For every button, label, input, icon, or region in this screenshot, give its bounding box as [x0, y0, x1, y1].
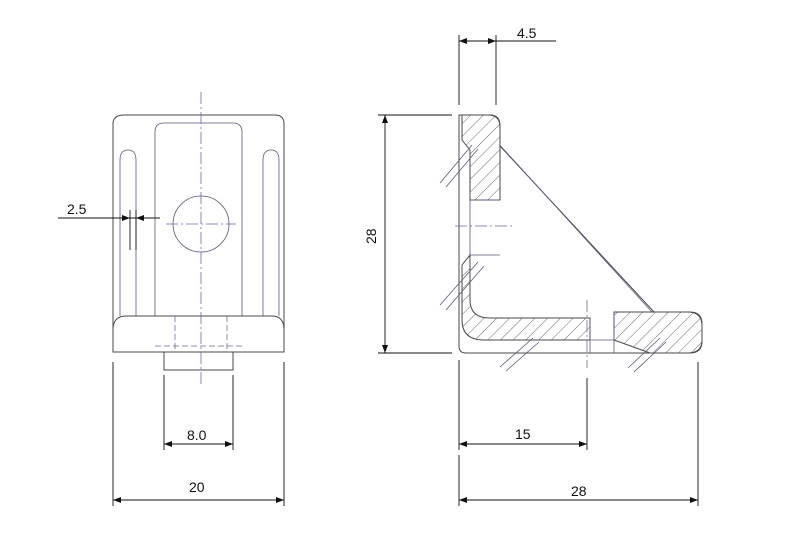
dim-hole-arrow-left: [459, 441, 467, 447]
front-view-outline: [112, 114, 285, 353]
dim-total-arrow-right: [276, 497, 284, 503]
dim-total-arrow-left: [113, 497, 121, 503]
dim-wall-arrow-right: [136, 215, 144, 221]
dim-wall-label: 2.5: [67, 201, 87, 217]
pin-bottom-a: [499, 337, 534, 368]
dim-hole-label: 15: [515, 426, 531, 442]
lower-leg-section: [461, 253, 591, 341]
dim-height-arrow-bottom: [382, 345, 388, 353]
pin-right-b: [633, 341, 667, 373]
dim-hole-arrow-right: [579, 441, 587, 447]
dim-slot-arrow-right: [225, 441, 233, 447]
bottom-key: [163, 351, 234, 371]
vertical-leg-section-top: [461, 114, 501, 201]
pin-top-b: [445, 148, 479, 188]
dim-width-label: 28: [571, 483, 587, 499]
dim-width-arrow-left: [459, 497, 467, 503]
dim-total-label: 20: [189, 479, 205, 495]
horizontal-leg-section-end: [613, 311, 703, 354]
pin-mid-a: [439, 261, 479, 306]
right-slot: [262, 149, 280, 316]
dim-slot-arrow-left: [164, 441, 172, 447]
front-view-base-line: [112, 315, 285, 331]
dim-width-arrow-right: [690, 497, 698, 503]
pin-bottom-b: [505, 341, 540, 372]
central-pocket: [154, 122, 243, 316]
dim-height-label: 28: [363, 228, 379, 244]
dim-thickness-arrow-left: [459, 38, 467, 44]
pin-right-a: [627, 337, 661, 369]
pin-top-a: [439, 144, 473, 184]
left-slot: [119, 149, 137, 316]
front-view: 2.5 8.0 20: [58, 92, 285, 506]
dim-thickness-arrow-right: [488, 38, 496, 44]
dim-thickness-label: 4.5: [517, 25, 537, 41]
side-section-view: 4.5 28 15 28: [363, 25, 703, 506]
dim-slot-label: 8.0: [187, 427, 207, 443]
dim-height-arrow-top: [382, 115, 388, 123]
pin-mid-b: [445, 265, 485, 311]
gusset-edge: [496, 141, 653, 313]
dim-wall-arrow-left: [122, 215, 130, 221]
